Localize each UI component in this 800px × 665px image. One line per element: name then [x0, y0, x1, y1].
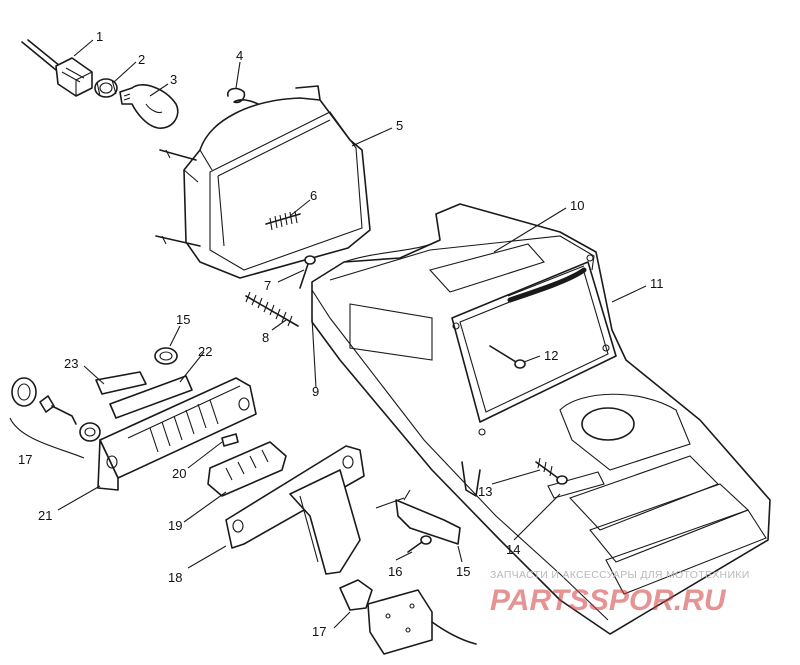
bracket-18-part: [225, 445, 365, 575]
ignition-key-part: [9, 377, 101, 459]
dash-panel-part: [311, 203, 771, 635]
callout-4: 4: [236, 48, 243, 63]
callout-10: 10: [570, 198, 584, 213]
callout-7: 7: [264, 278, 271, 293]
leader-lines: [57, 39, 647, 629]
callout-13: 13: [478, 484, 492, 499]
callout-8: 8: [262, 330, 269, 345]
switch-19-part: [207, 441, 287, 497]
bulb-socket-ring-part: [94, 78, 118, 98]
connector-plug-part: [21, 39, 93, 97]
adjust-spring-lower-part: [245, 291, 299, 327]
spring-clip-part: [227, 87, 259, 105]
callout-23: 23: [64, 356, 78, 371]
watermark: ЗАПЧАСТИ И АКСЕССУАРЫ ДЛЯ МОТОТЕХНИКИ PA…: [490, 569, 750, 617]
decal-22-part: [109, 375, 193, 419]
callout-2: 2: [138, 52, 145, 67]
harness-plug-part: [339, 579, 477, 655]
pin-20-part: [221, 433, 239, 447]
callout-labels: 1 2 3 4 5 6 7 8 9 10 11 12 13 14 15 15 1…: [18, 29, 664, 639]
callout-12: 12: [544, 348, 558, 363]
callout-3: 3: [170, 72, 177, 87]
callout-15-lower: 15: [456, 564, 470, 579]
callout-14: 14: [506, 542, 520, 557]
callout-19: 19: [168, 518, 182, 533]
screw-16-part: [407, 535, 432, 553]
headlight-housing-part: [155, 85, 371, 279]
grommet-15-part: [154, 347, 178, 365]
decal-23-part: [95, 371, 147, 395]
callout-21: 21: [38, 508, 52, 523]
watermark-subtitle: ЗАПЧАСТИ И АКСЕССУАРЫ ДЛЯ МОТОТЕХНИКИ: [490, 569, 750, 581]
callout-6: 6: [310, 188, 317, 203]
callout-16: 16: [388, 564, 402, 579]
callout-17-left: 17: [18, 452, 32, 467]
watermark-logo: PARTSSPOR.RU: [490, 584, 727, 617]
callout-18: 18: [168, 570, 182, 585]
bulb-part: [119, 84, 179, 129]
callout-20: 20: [172, 466, 186, 481]
connector-15-part: [375, 489, 461, 545]
adjust-spring-upper-part: [265, 210, 301, 231]
callout-5: 5: [396, 118, 403, 133]
screw-13-part: [535, 457, 568, 485]
callout-1: 1: [96, 29, 103, 44]
callout-22: 22: [198, 344, 212, 359]
screw-12-part: [489, 345, 526, 369]
switch-panel-part: [97, 377, 257, 491]
callout-11: 11: [650, 276, 664, 291]
screw-7-part: [299, 255, 316, 289]
callout-9: 9: [312, 384, 319, 399]
callout-17-bottom: 17: [312, 624, 326, 639]
callout-15-upper: 15: [176, 312, 190, 327]
